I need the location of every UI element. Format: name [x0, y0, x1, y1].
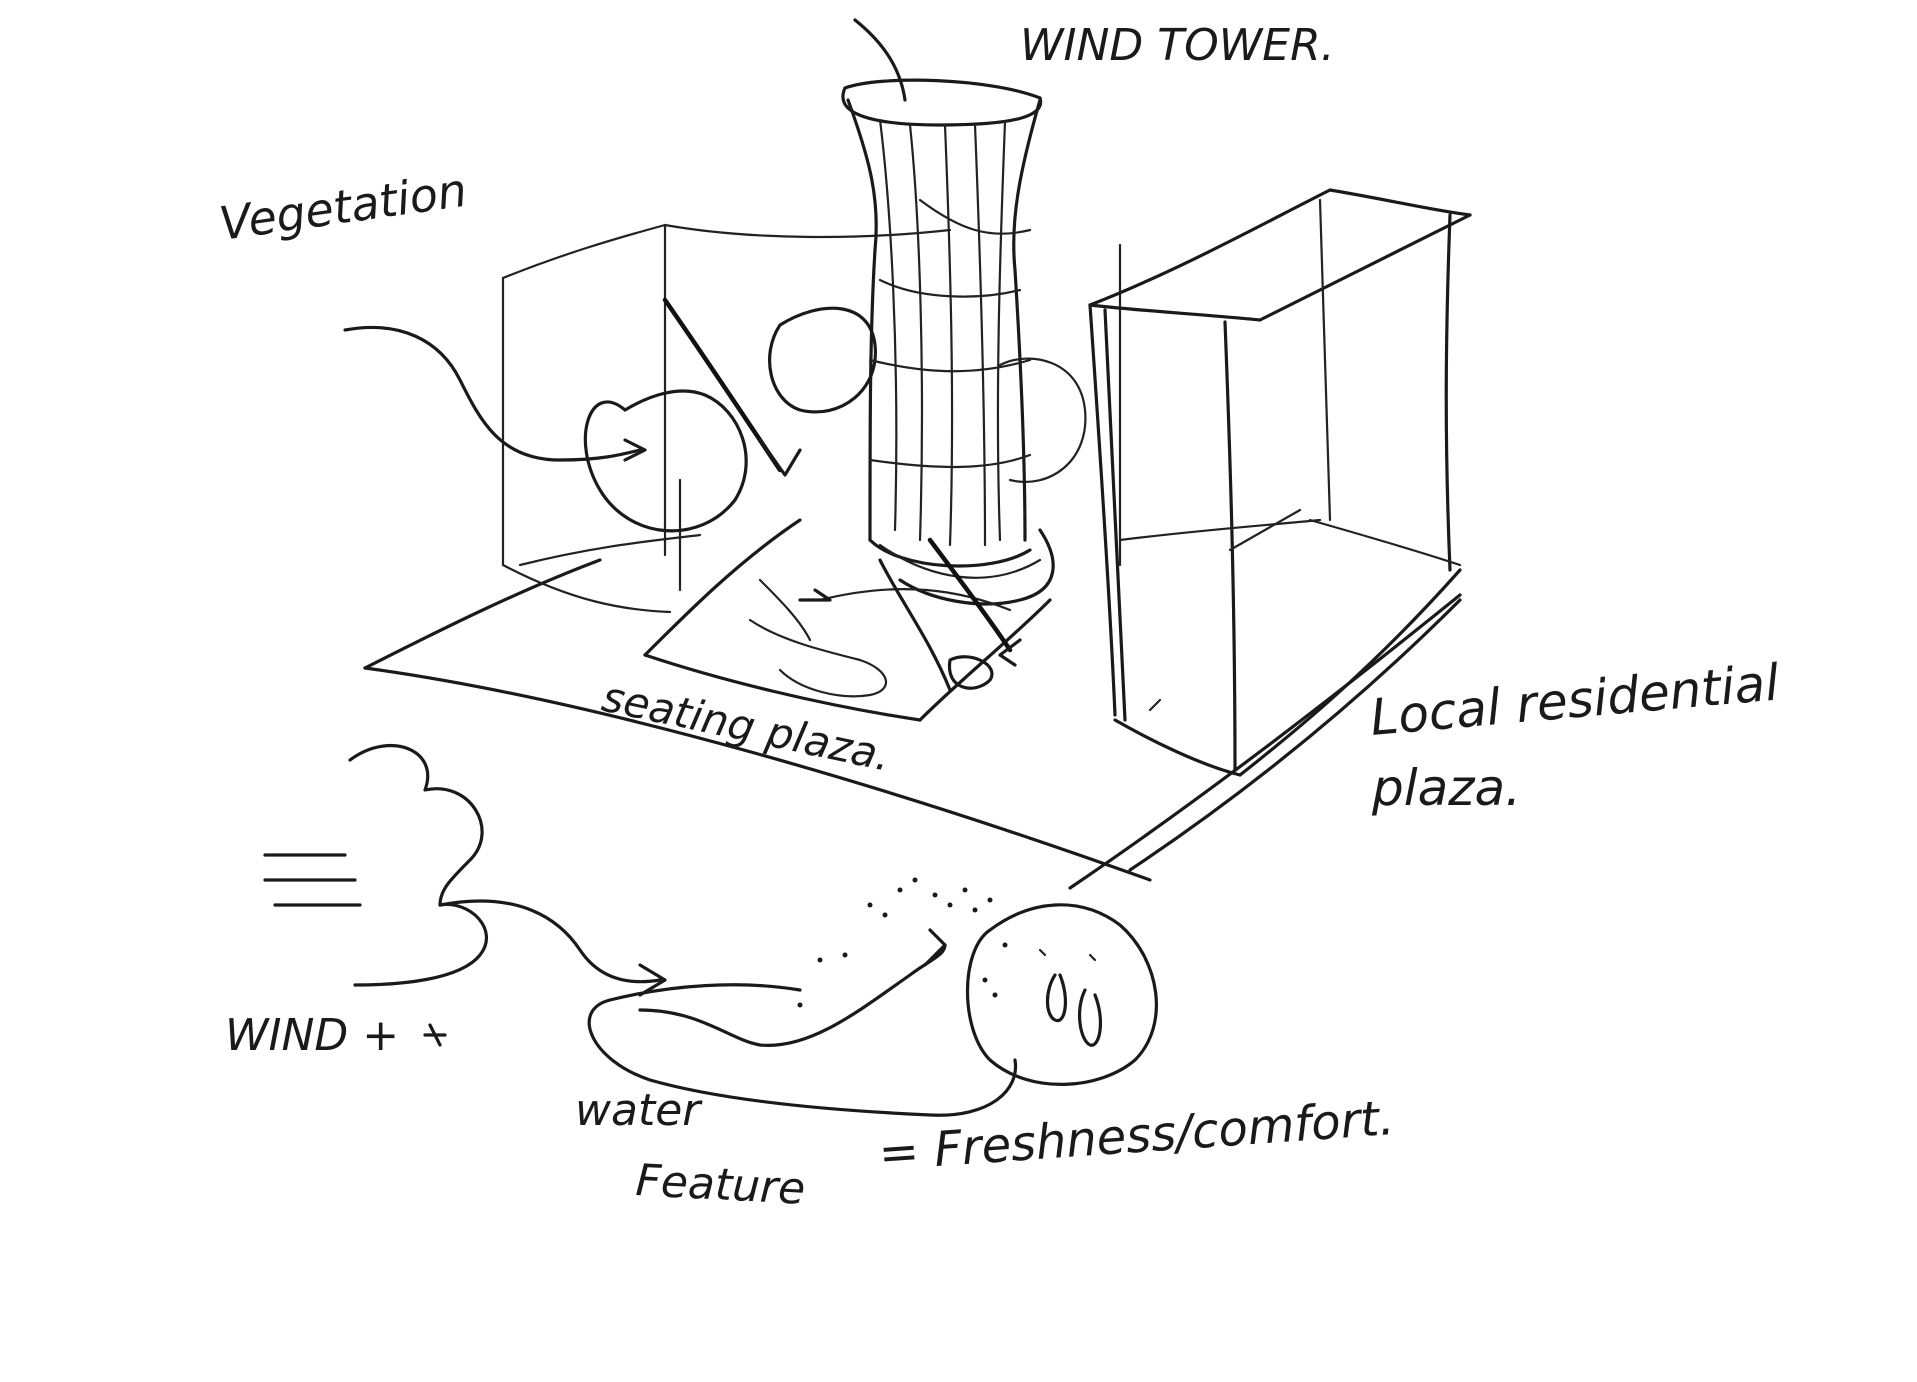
label-local-residential: Local residential	[1368, 653, 1781, 747]
label-vegetation: Vegetation	[216, 163, 470, 251]
label-wind: WIND +	[225, 1010, 399, 1061]
label-freshness: = Freshness/comfort.	[877, 1090, 1396, 1182]
ground-plane	[363, 533, 1462, 890]
vegetation-shapes	[583, 306, 1087, 533]
wind-tower-pointer	[853, 18, 907, 102]
labels: WIND TOWER. Vegetation seating plaza. Lo…	[216, 20, 1781, 1215]
wind-tower	[841, 78, 1055, 606]
label-local-residential-plaza: plaza.	[1371, 759, 1521, 817]
wind-water-illustration	[263, 744, 1158, 1117]
right-block	[1088, 188, 1472, 777]
seating-plaza-area	[643, 518, 1052, 722]
label-wind-tower: WIND TOWER.	[1020, 20, 1335, 71]
label-feature: Feature	[634, 1155, 806, 1215]
vegetation-arrow	[343, 297, 802, 477]
label-seating-plaza: seating plaza.	[598, 672, 895, 781]
left-block	[501, 223, 1122, 614]
label-water: water	[575, 1085, 703, 1136]
